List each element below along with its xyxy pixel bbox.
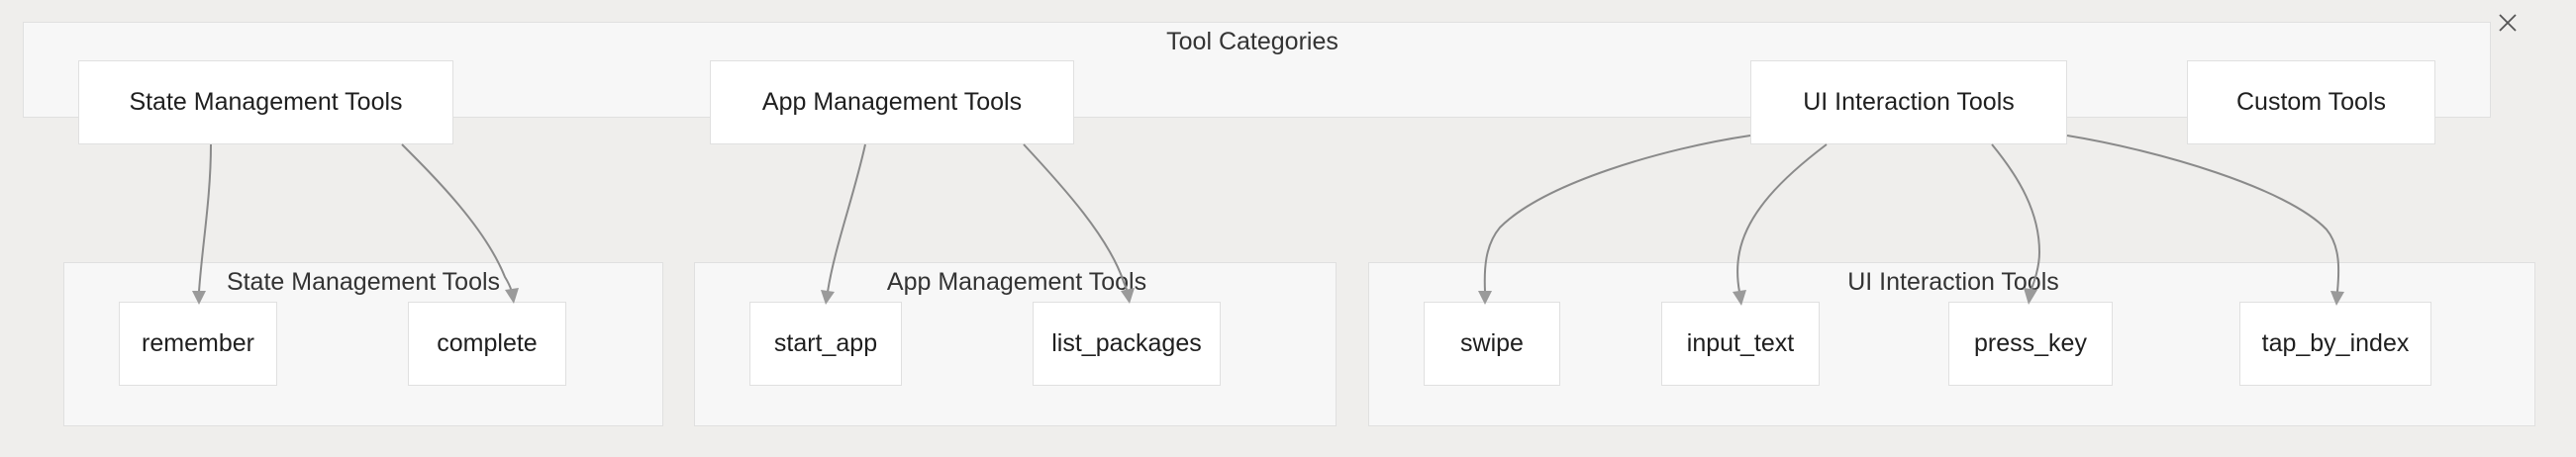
node-press-key[interactable]: press_key bbox=[1948, 302, 2113, 386]
node-list-packages[interactable]: list_packages bbox=[1033, 302, 1221, 386]
node-start-app[interactable]: start_app bbox=[749, 302, 902, 386]
cluster-state-management-tools-label: State Management Tools bbox=[226, 268, 501, 296]
cluster-tool-categories-label: Tool Categories bbox=[1166, 28, 1338, 55]
close-icon-glyph bbox=[2499, 14, 2517, 32]
close-icon[interactable] bbox=[2491, 6, 2525, 40]
node-state-management-tools[interactable]: State Management Tools bbox=[78, 60, 453, 144]
node-input-text[interactable]: input_text bbox=[1661, 302, 1820, 386]
node-ui-interaction-tools[interactable]: UI Interaction Tools bbox=[1750, 60, 2067, 144]
node-swipe[interactable]: swipe bbox=[1424, 302, 1560, 386]
cluster-app-management-tools-label: App Management Tools bbox=[886, 268, 1147, 296]
node-app-management-tools[interactable]: App Management Tools bbox=[710, 60, 1074, 144]
node-remember[interactable]: remember bbox=[119, 302, 277, 386]
node-complete[interactable]: complete bbox=[408, 302, 566, 386]
cluster-ui-interaction-tools-label: UI Interaction Tools bbox=[1847, 268, 2059, 296]
node-custom-tools[interactable]: Custom Tools bbox=[2187, 60, 2435, 144]
node-tap-by-index[interactable]: tap_by_index bbox=[2239, 302, 2431, 386]
